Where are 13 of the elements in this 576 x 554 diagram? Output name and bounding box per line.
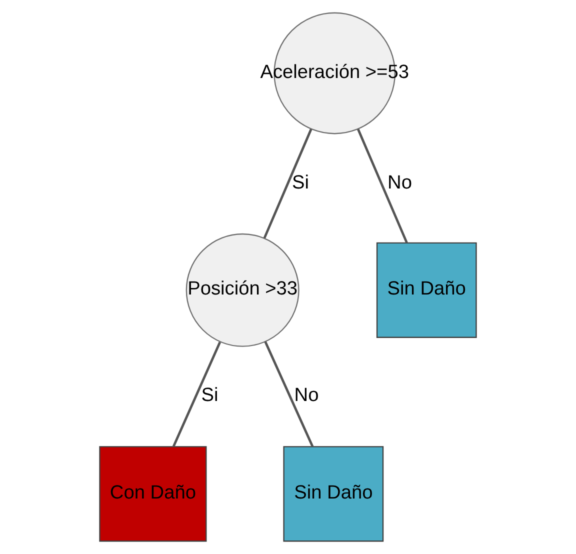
- node-box: Sin Daño: [376, 242, 477, 338]
- connector: [264, 341, 314, 447]
- edge-label: Si: [201, 385, 218, 406]
- node-circle: Posición >33: [186, 233, 300, 347]
- connector: [263, 128, 312, 239]
- node-box: Sin Daño: [283, 446, 384, 542]
- connector: [172, 342, 222, 447]
- edge-label: No: [388, 172, 412, 194]
- node-box: Con Daño: [99, 446, 207, 542]
- node-label: Aceleración >=53: [260, 62, 409, 83]
- connector: [356, 128, 408, 244]
- edge-label: No: [294, 385, 319, 406]
- edge-label: Si: [292, 172, 310, 194]
